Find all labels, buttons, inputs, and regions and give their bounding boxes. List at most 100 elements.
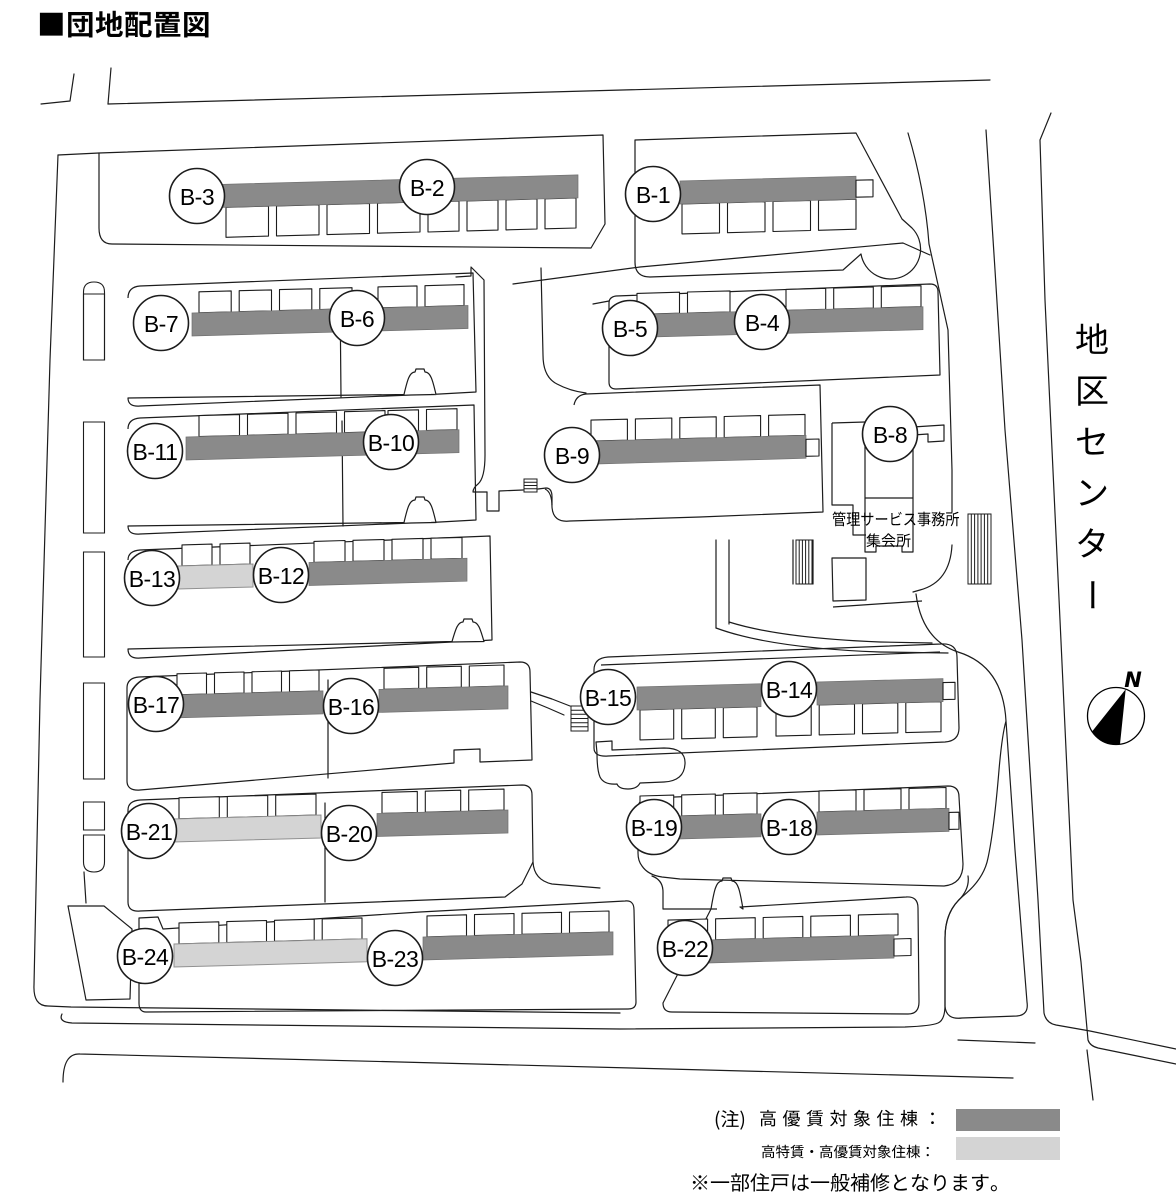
marker-circle-b19 (625, 798, 683, 856)
building-bar-b14 (816, 678, 944, 706)
page-title (39, 10, 209, 38)
unit-box (352, 538, 385, 562)
building-marker-b18: B-18 (760, 798, 818, 856)
unit-box (544, 197, 577, 230)
unit-box (468, 788, 505, 812)
building-marker-b19: B-19 (625, 798, 683, 856)
unit-box (430, 536, 463, 560)
building-bar-b17 (170, 690, 324, 719)
unit-box (466, 199, 499, 232)
unit-box (219, 542, 251, 566)
building-b21 (172, 793, 322, 843)
marker-circle-b5 (601, 299, 659, 357)
building-label-b13: B-13 (129, 566, 176, 592)
parking-strip (82, 682, 106, 780)
building-marker-b6: B-6 (328, 289, 386, 347)
building-bar-b15 (636, 683, 762, 711)
building-b16 (378, 664, 509, 713)
parcel-outline (593, 643, 960, 757)
unit-box (681, 202, 721, 235)
road-line (985, 129, 1176, 1050)
building-label-b6: B-6 (340, 306, 374, 332)
road-line (83, 871, 87, 904)
building-label-b5: B-5 (613, 316, 647, 342)
parking-strip (82, 281, 106, 361)
building-marker-b13: B-13 (123, 549, 181, 607)
parcel-outline (944, 720, 1028, 1019)
road-line (540, 267, 587, 394)
legend-note (715, 1110, 745, 1130)
unit-box (178, 921, 220, 945)
building-bar-b16 (378, 685, 509, 713)
building-marker-b1: B-1 (624, 165, 682, 223)
unit-box (176, 672, 208, 696)
unit-box (424, 284, 465, 308)
compass-ring-icon (1086, 686, 1146, 746)
building-bar-b24 (173, 938, 368, 968)
road-line (537, 487, 553, 506)
north-needle-icon (1092, 689, 1126, 745)
compass: N (1086, 668, 1146, 746)
building-marker-b4: B-4 (733, 293, 791, 351)
unit-box (383, 666, 420, 690)
unit-box (722, 706, 758, 739)
building-bar-b1 (679, 175, 857, 205)
structure-outline (831, 557, 867, 602)
building-label-b4: B-4 (745, 310, 780, 336)
building-marker-b5: B-5 (601, 299, 659, 357)
parking-strip (82, 801, 106, 831)
parcel-outline (126, 661, 533, 791)
parking-strip (82, 834, 106, 873)
parking-strip (82, 293, 106, 361)
building-b23 (422, 910, 614, 961)
bar-endcap (893, 937, 912, 957)
road-line (470, 266, 488, 493)
parcel-outline (127, 784, 534, 912)
structure-outline (864, 445, 914, 553)
building-markers: B-1 B-2 B-3 B-4 B-5 B-6 B-7 B-8 B-9 B-10… (116, 158, 919, 987)
unit-box (818, 703, 856, 736)
unit-box (686, 290, 731, 314)
road-line (651, 875, 664, 910)
building-label-b15: B-15 (585, 685, 632, 711)
road-line (728, 621, 933, 644)
unit-box (857, 913, 899, 937)
marker-circle-b7 (132, 294, 190, 352)
unit-box (639, 708, 675, 741)
building-b24 (173, 917, 368, 968)
road-line (530, 700, 565, 716)
building-b1 (679, 175, 874, 235)
road-line (33, 154, 621, 1014)
building-b2 (426, 174, 579, 233)
unit-box (377, 285, 418, 309)
road-line (592, 300, 610, 305)
unit-box (273, 918, 315, 942)
road-line (957, 1039, 1036, 1044)
unit-box (426, 914, 468, 938)
building-marker-b21: B-21 (120, 802, 178, 860)
road-line (915, 593, 1007, 722)
unit-box (810, 914, 851, 938)
building-bar-b20 (376, 809, 509, 837)
building-label-b19: B-19 (631, 815, 678, 841)
legend-footnote (692, 1173, 997, 1192)
marker-circle-b16 (322, 677, 380, 735)
legend (692, 1109, 1060, 1192)
unit-box (424, 789, 462, 813)
building-label-b11: B-11 (133, 439, 178, 465)
unit-box (326, 202, 371, 236)
building-marker-b16: B-16 (322, 677, 380, 735)
building-marker-b10: B-10 (362, 413, 420, 471)
district-center-label (1076, 323, 1108, 609)
stairs-hatch (967, 513, 992, 585)
legend-item-label-subsidized (760, 1109, 934, 1127)
road-line (907, 132, 953, 513)
building-b20 (376, 788, 509, 837)
marker-circle-b17 (127, 675, 185, 733)
unit-box (238, 289, 273, 313)
unit-box (715, 917, 756, 941)
building-marker-b12: B-12 (252, 546, 310, 604)
unit-box (295, 411, 338, 435)
unit-box (722, 792, 758, 816)
building-bar-b19 (677, 813, 762, 840)
